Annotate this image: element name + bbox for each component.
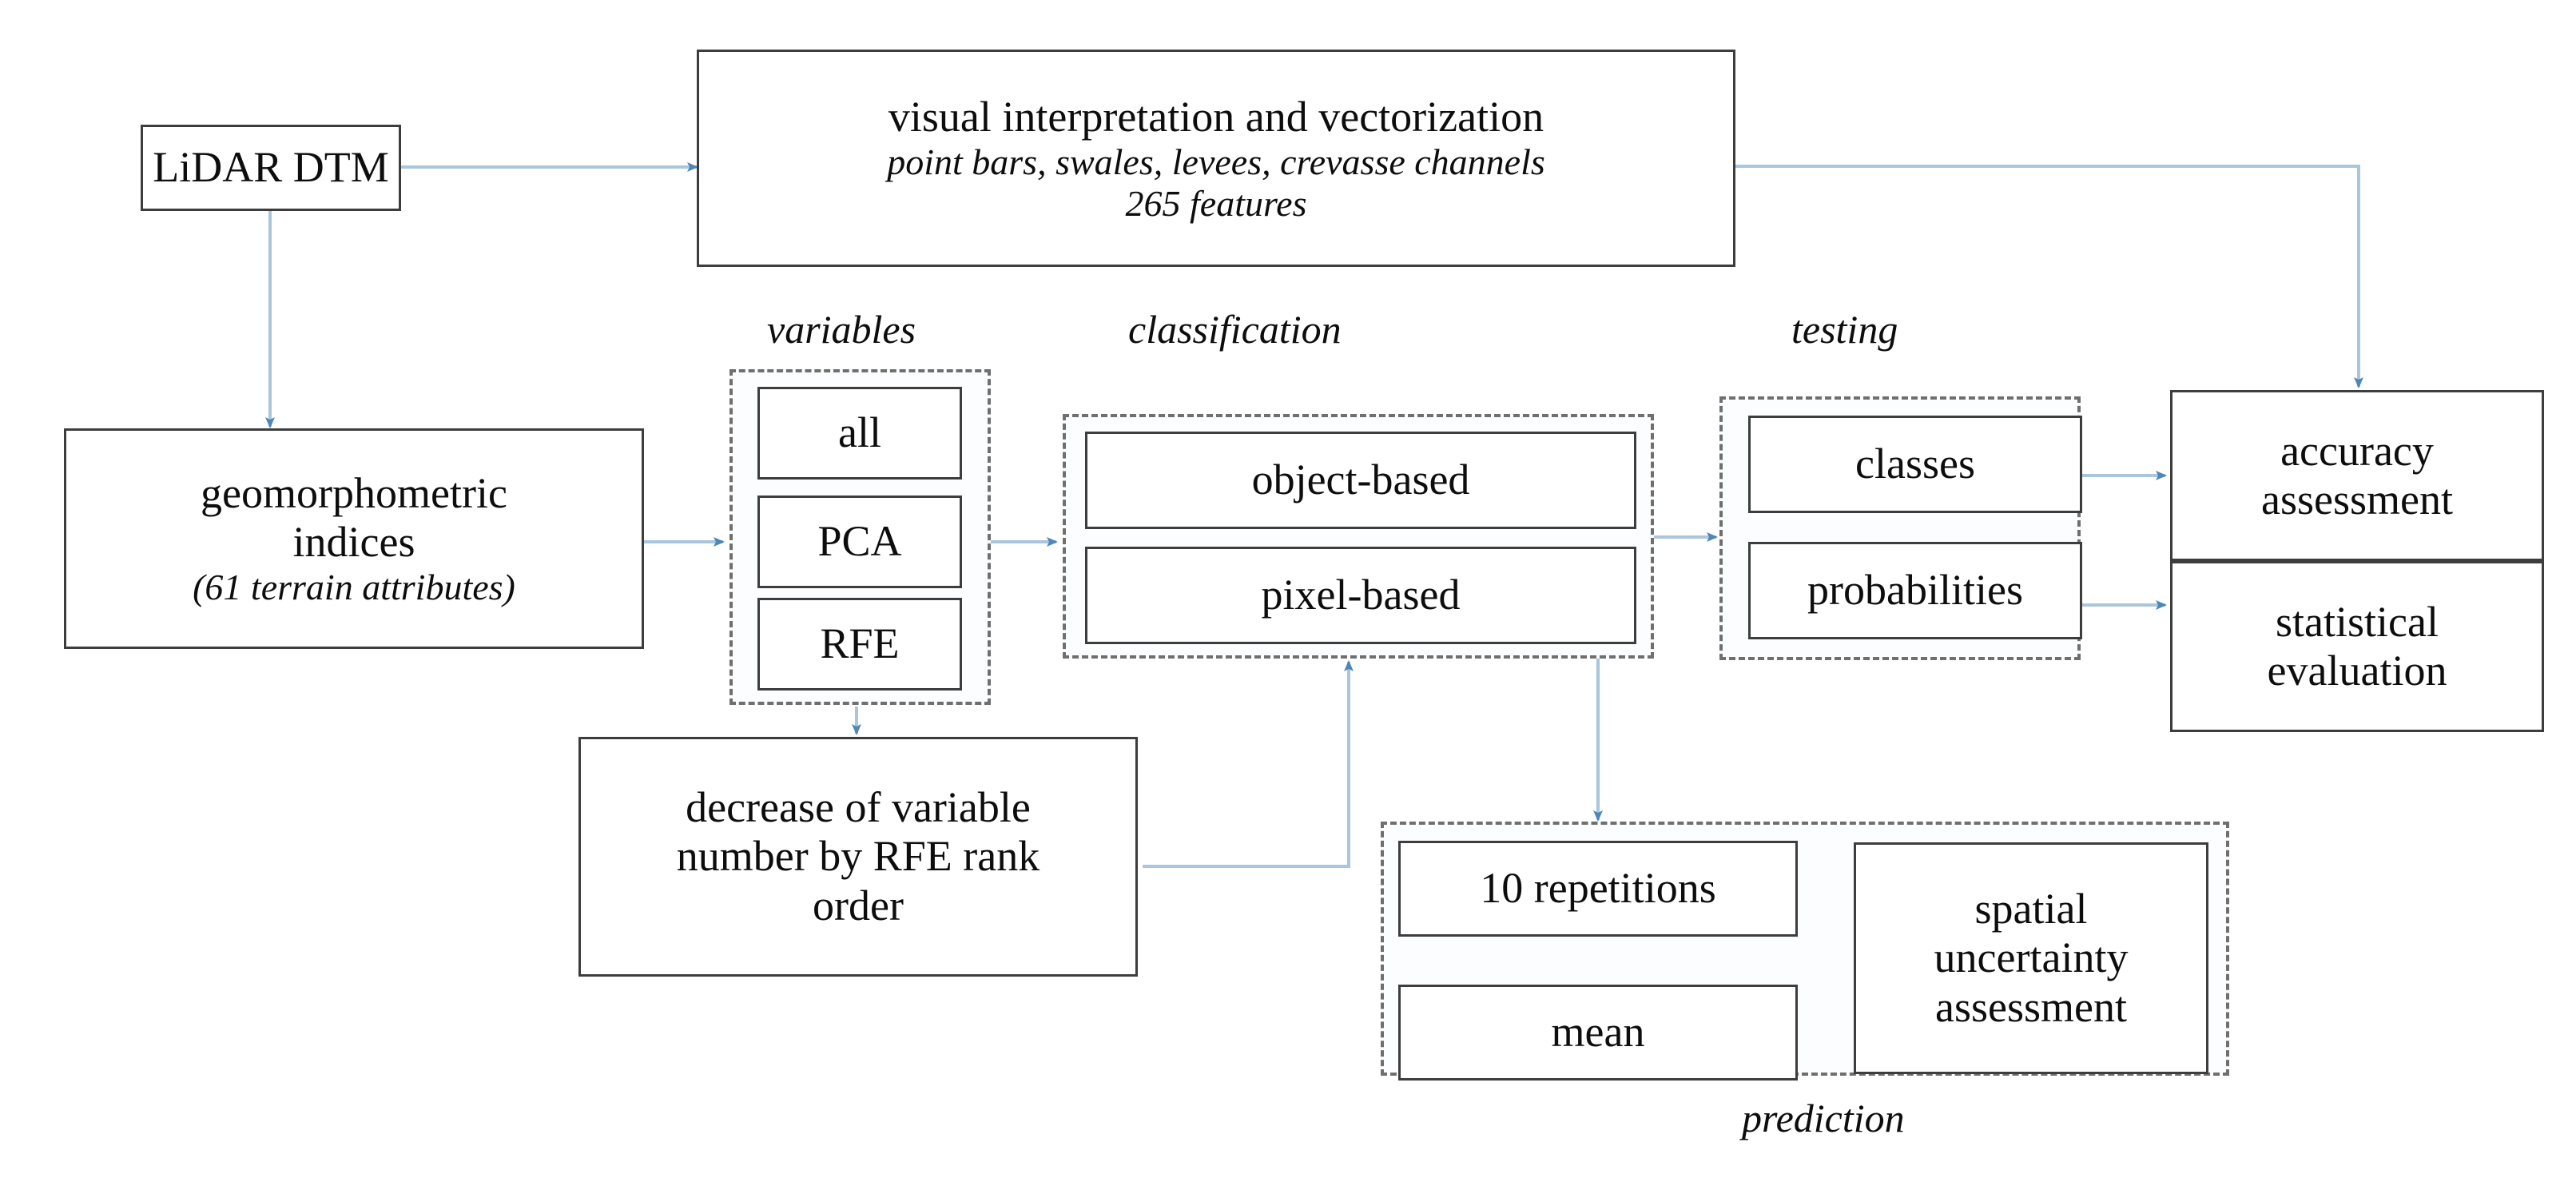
group-prediction-label: prediction <box>1742 1096 1905 1140</box>
group-testing-label: testing <box>1791 307 1898 352</box>
node-accuracy-assessment-line1: accuracy <box>2280 426 2434 475</box>
node-variables-pca[interactable]: PCA <box>757 495 962 588</box>
node-ten-repetitions-label: 10 repetitions <box>1480 864 1716 913</box>
node-visual-interpretation[interactable]: visual interpretation and vectorization … <box>697 50 1735 267</box>
node-statistical-evaluation[interactable]: statistical evaluation <box>2170 561 2544 732</box>
group-variables-label: variables <box>767 307 916 352</box>
node-geomorphometric-indices[interactable]: geomorphometric indices (61 terrain attr… <box>64 428 644 649</box>
node-decrease-variable-number[interactable]: decrease of variable number by RFE rank … <box>578 737 1138 977</box>
node-geomorphometric-indices-line1: geomorphometric <box>201 469 507 517</box>
node-variables-rfe-label: RFE <box>820 619 900 668</box>
node-object-based[interactable]: object-based <box>1085 432 1636 529</box>
node-classes[interactable]: classes <box>1748 416 2082 513</box>
node-decrease-variable-number-line1: decrease of variable <box>686 783 1031 832</box>
node-accuracy-assessment-line2: assessment <box>2261 476 2453 523</box>
node-variables-rfe[interactable]: RFE <box>757 598 962 691</box>
node-classes-label: classes <box>1855 440 1975 488</box>
node-spatial-uncertainty-assessment[interactable]: spatial uncertainty assessment <box>1854 842 2208 1074</box>
node-probabilities-label: probabilities <box>1807 566 2023 615</box>
node-variables-pca-label: PCA <box>817 517 902 566</box>
node-accuracy-assessment[interactable]: accuracy assessment <box>2170 390 2544 561</box>
node-statistical-evaluation-line1: statistical <box>2276 597 2439 646</box>
node-decrease-variable-number-line3: order <box>813 881 904 929</box>
node-lidar-dtm[interactable]: LiDAR DTM <box>141 125 401 211</box>
node-variables-all[interactable]: all <box>757 387 962 480</box>
node-object-based-label: object-based <box>1251 456 1470 504</box>
node-pixel-based-label: pixel-based <box>1261 571 1461 619</box>
node-lidar-dtm-label: LiDAR DTM <box>153 143 389 192</box>
node-ten-repetitions[interactable]: 10 repetitions <box>1398 841 1798 937</box>
edge-visual-to-accuracy <box>1734 165 2363 388</box>
node-spatial-uncertainty-line1: spatial <box>1974 885 2088 933</box>
node-statistical-evaluation-line2: evaluation <box>2267 647 2447 694</box>
node-variables-all-label: all <box>838 408 881 457</box>
node-mean[interactable]: mean <box>1398 985 1798 1081</box>
group-classification-label: classification <box>1128 307 1342 352</box>
node-spatial-uncertainty-line3: assessment <box>1935 982 2127 1031</box>
node-mean-label: mean <box>1551 1008 1645 1057</box>
node-decrease-variable-number-line2: number by RFE rank <box>676 832 1040 881</box>
node-pixel-based[interactable]: pixel-based <box>1085 547 1636 644</box>
node-probabilities[interactable]: probabilities <box>1748 542 2082 639</box>
node-visual-interpretation-line1: visual interpretation and vectorization <box>888 92 1544 141</box>
edge-decrease-to-pixelbased <box>1143 660 1354 868</box>
node-geomorphometric-indices-line2: indices <box>292 518 415 567</box>
node-visual-interpretation-line3: 265 features <box>1125 182 1307 224</box>
node-visual-interpretation-line2: point bars, swales, levees, crevasse cha… <box>887 141 1545 182</box>
node-spatial-uncertainty-line2: uncertainty <box>1934 933 2129 982</box>
node-geomorphometric-indices-line3: (61 terrain attributes) <box>193 567 515 608</box>
